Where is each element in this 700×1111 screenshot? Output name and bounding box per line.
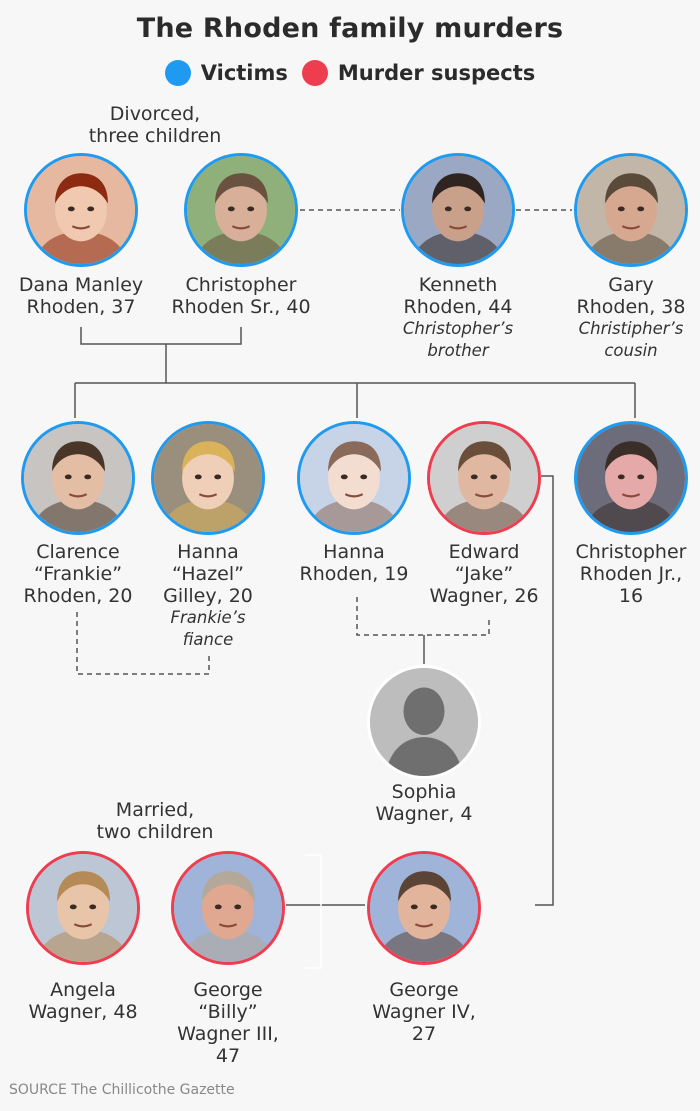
portrait-kenneth (401, 153, 515, 267)
relation-note: Frankie’s (170, 608, 246, 627)
name-line: Gary (608, 274, 654, 296)
portrait-photo (24, 424, 132, 532)
married-note-line2: two children (96, 821, 214, 843)
married-note: Married, two children (35, 799, 275, 843)
name-line: George (389, 979, 459, 1001)
relation-note: brother (427, 341, 489, 360)
connector-parents-bracket (80, 327, 242, 345)
name-line: Clarence (36, 541, 120, 563)
portrait-photo (27, 156, 135, 264)
portrait-photo (404, 156, 512, 264)
divorced-note-line1: Divorced, (109, 103, 201, 125)
name-line: Rhoden, 19 (299, 563, 409, 585)
legend-victims-label: Victims (200, 61, 288, 85)
name-line: Edward (448, 541, 520, 563)
name-line: “Hazel” (172, 563, 244, 585)
portrait-jake (427, 421, 541, 535)
relation-note: fiance (182, 630, 234, 649)
portrait-photo (154, 424, 262, 532)
relation-note: cousin (604, 341, 658, 360)
name-line: 16 (618, 585, 644, 607)
name-line: Wagner, 48 (28, 1001, 138, 1023)
divorced-note: Divorced, three children (35, 103, 275, 147)
portrait-clarence (21, 421, 135, 535)
name-line: 47 (215, 1045, 241, 1067)
portrait-photo (577, 156, 685, 264)
name-line: Christopher (185, 274, 297, 296)
name-line: George (193, 979, 263, 1001)
name-line: Wagner IV, (372, 1001, 476, 1023)
page-title: The Rhoden family murders (136, 13, 564, 44)
name-line: Rhoden, 37 (26, 296, 136, 318)
portrait-gary (574, 153, 688, 267)
legend-victims: Victims (164, 60, 288, 86)
legend-suspects-label: Murder suspects (337, 61, 536, 85)
name-line: “Billy” (198, 1001, 258, 1023)
married-note-line1: Married, (115, 799, 195, 821)
name-line: Wagner, 4 (375, 803, 473, 825)
connector-jake-george (535, 475, 554, 906)
portrait-photo (174, 854, 282, 962)
legend-suspects: Murder suspects (301, 60, 536, 86)
name-label-clarence: Clarence“Frankie”Rhoden, 20 (0, 541, 178, 607)
name-line: Wagner, 26 (429, 585, 539, 607)
name-line: Rhoden, 38 (576, 296, 686, 318)
portrait-dana (24, 153, 138, 267)
name-line: Hanna (177, 541, 239, 563)
portrait-hazel (151, 421, 265, 535)
legend-suspects-swatch (301, 60, 328, 86)
name-line: Rhoden, 44 (403, 296, 513, 318)
name-line: Gilley, 20 (163, 585, 253, 607)
name-line: Rhoden Jr., (579, 563, 683, 585)
name-line: Dana Manley (18, 274, 144, 296)
portrait-photo (370, 854, 478, 962)
name-line: Kenneth (418, 274, 498, 296)
connector-married-bracket (305, 854, 322, 969)
connector-hanna-jake-dashed (356, 597, 490, 636)
name-line: Hanna (323, 541, 385, 563)
portrait-chris-jr (574, 421, 688, 535)
portrait-photo (187, 156, 295, 264)
name-line: “Frankie” (33, 563, 123, 585)
relation-note: Christopher’s (402, 319, 514, 338)
portrait-photo (300, 424, 408, 532)
portrait-billy (171, 851, 285, 965)
name-label-billy: George“Billy”Wagner III,47 (128, 979, 328, 1067)
name-line: Rhoden, 20 (23, 585, 133, 607)
name-label-jake: Edward“Jake”Wagner, 26 (384, 541, 584, 607)
portrait-sophia (367, 665, 481, 779)
portrait-angela (26, 851, 140, 965)
relation-note: Christipher’s (578, 319, 684, 338)
portrait-hanna (297, 421, 411, 535)
name-line: “Jake” (454, 563, 514, 585)
portrait-photo (430, 424, 538, 532)
name-line: Angela (50, 979, 116, 1001)
name-line: Rhoden Sr., 40 (171, 296, 311, 318)
portrait-photo (577, 424, 685, 532)
connector-frankie-hazel-dashed (76, 612, 210, 675)
portrait-chris-sr (184, 153, 298, 267)
divorced-note-line2: three children (88, 125, 222, 147)
silhouette-icon (370, 668, 478, 776)
name-line: Sophia (391, 781, 457, 803)
legend-victims-swatch (164, 60, 191, 86)
name-line: 27 (411, 1023, 437, 1045)
name-line: Wagner III, (177, 1023, 279, 1045)
legend: Victims Murder suspects (0, 60, 700, 86)
source-credit: SOURCE The Chillicothe Gazette (9, 1082, 235, 1098)
portrait-george4 (367, 851, 481, 965)
name-line: Christopher (575, 541, 687, 563)
portrait-photo (29, 854, 137, 962)
